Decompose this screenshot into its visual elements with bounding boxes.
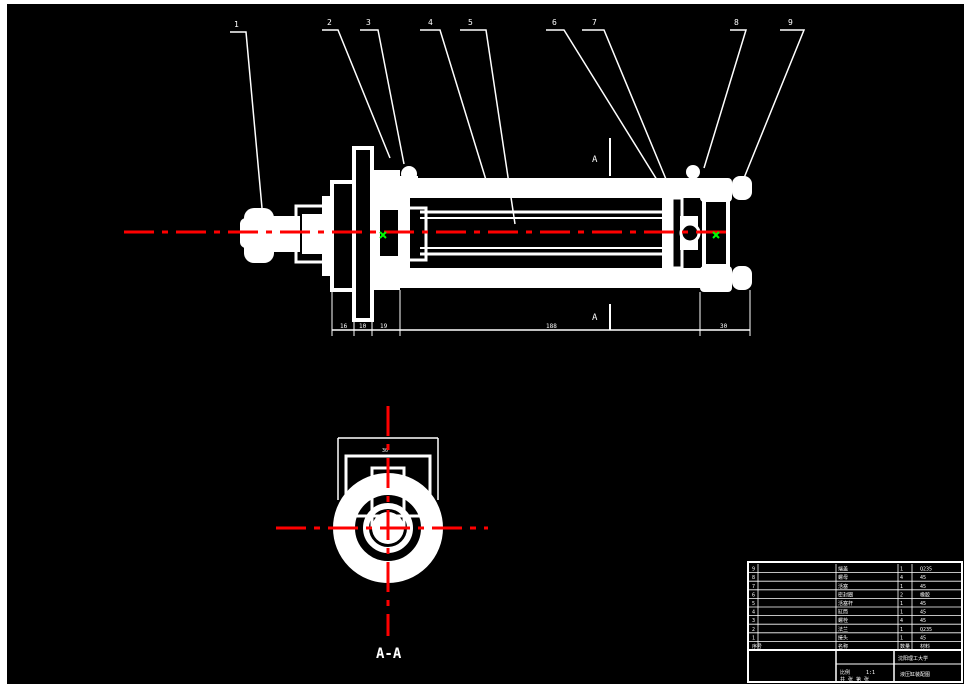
balloon-2: 2 [327,18,332,27]
bom-cell: 45 [920,575,926,581]
section-dim: 30 [382,448,388,454]
bom-cell: 活塞杆 [838,600,853,607]
dim-label: 188 [546,323,557,330]
bom-cell: 1 [900,567,903,573]
balloon-4: 4 [428,18,433,27]
rod-part-5 [420,210,668,256]
dim-label: 19 [380,323,388,330]
bom-cell: 6 [752,592,755,598]
scale-label: 比例 [840,669,850,676]
bom-cell: 45 [920,618,926,624]
bom-cell: 45 [920,584,926,590]
bom-cell: Q235 [920,627,932,633]
bom-cell: 1 [900,584,903,590]
dim-label: 16 [340,323,348,330]
bom-cell: 4 [752,610,755,616]
bom-cell: 材料 [920,643,930,650]
scale-value: 1:1 [866,670,875,676]
bom-cell: 名称 [838,643,848,650]
bom-cell: 9 [752,567,755,573]
section-label: A-A [376,646,402,662]
sheet-label: 共 张 第 张 [840,676,869,683]
bom-cell: 活塞 [838,583,848,590]
bom-cell: 45 [920,635,926,641]
bom-cell: 4 [900,575,903,581]
dimension-chain: 16 10 19 188 30 [331,290,751,336]
bom-cell: 1 [900,627,903,633]
bom-cell: 螺母 [838,574,848,581]
bom-cell: 1 [752,635,755,641]
bom-cell: 序号 [752,643,762,650]
bom-cell: 45 [920,610,926,616]
drawing-title: 液压缸装配图 [900,671,930,678]
bom-cell: 法兰 [838,626,848,633]
leader-lines [230,29,806,225]
bom-cell: 2 [900,592,903,598]
barrel-part-4 [396,178,708,288]
balloon-7: 7 [592,18,597,27]
bom-cell: 螺栓 [838,617,848,624]
bom-cell: 7 [752,584,755,590]
front-view: A A 16 10 19 188 30 [124,18,806,336]
balloon-3: 3 [366,18,371,27]
section-mark-bottom: A [592,313,598,323]
bom-cell: 45 [920,601,926,607]
bom-cell: 8 [752,575,755,581]
bom-cell: 1 [900,601,903,607]
bom-cell: 数量 [900,643,910,650]
bom-cell: 缸筒 [838,609,848,616]
bom-cell: 端盖 [838,566,848,573]
section-mark-top: A [592,155,598,165]
balloon-labels: 1 2 3 4 5 6 7 8 9 [234,18,793,29]
balloon-9: 9 [788,18,793,27]
bom-cell: 橡胶 [920,591,930,598]
bom-cell: 密封圈 [838,591,853,598]
bom-cell: 4 [900,618,903,624]
balloon-8: 8 [734,18,739,27]
bom-cell: 2 [752,627,755,633]
dim-label: 10 [359,323,367,330]
bom-cell: 接头 [838,634,848,641]
school-name: 沈阳理工大学 [898,655,928,662]
bom-cell: Q235 [920,567,932,573]
bom-cell: 3 [752,618,755,624]
marker-crosses [379,231,720,239]
bom-cell: 1 [900,610,903,616]
dim-label: 30 [720,323,728,330]
balloon-1: 1 [234,20,239,29]
bom-cell: 5 [752,601,755,607]
balloon-5: 5 [468,18,473,27]
section-view-a-a: 30 A-A [276,406,488,662]
balloon-6: 6 [552,18,557,27]
bom-cell: 1 [900,635,903,641]
